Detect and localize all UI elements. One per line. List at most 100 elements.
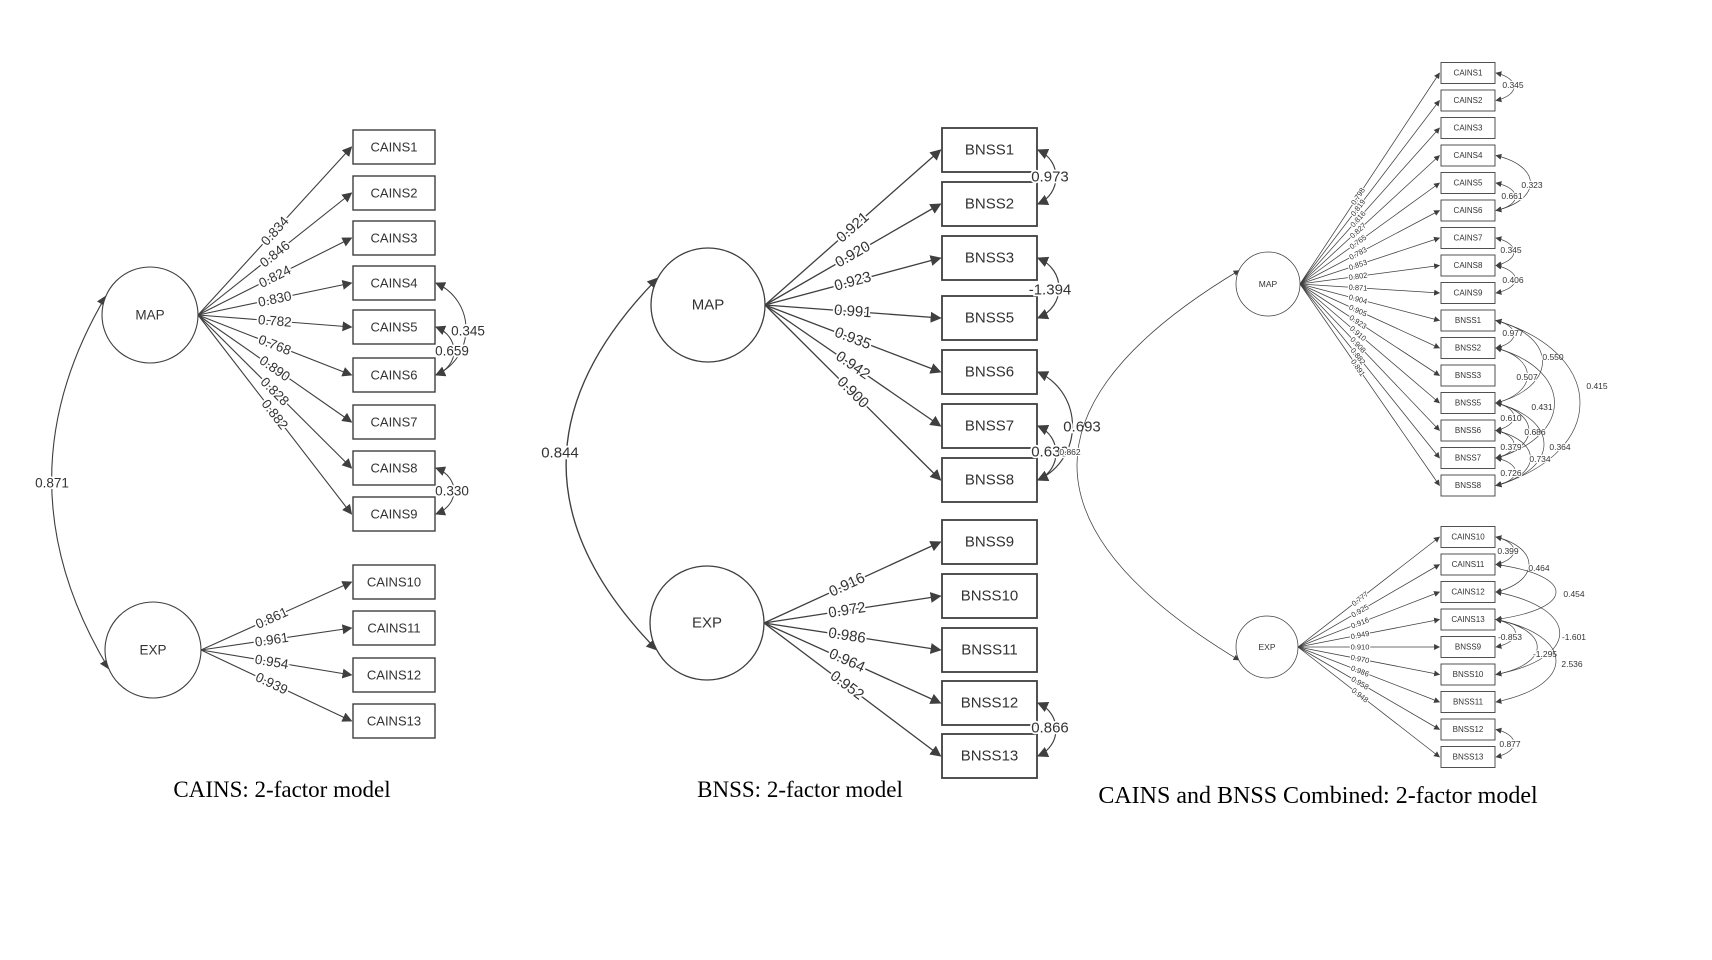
loading-value: 0.910 <box>1351 643 1370 652</box>
loading-value: 0.861 <box>253 604 290 632</box>
latent-factor-label: MAP <box>1259 279 1278 289</box>
latent-factor-circle <box>104 601 202 699</box>
loading-arrow <box>200 649 353 722</box>
indicator-box <box>352 129 436 165</box>
loading-value: 0.949 <box>1350 629 1370 641</box>
indicator-label: BNSS2 <box>1455 344 1482 353</box>
indicator-label: BNSS7 <box>1455 454 1482 463</box>
diagram-caption: CAINS: 2-factor model <box>173 777 391 802</box>
factor-correlation-curve <box>1076 270 1240 661</box>
loading-value: 0.964 <box>826 645 867 676</box>
loading-arrow <box>197 314 353 332</box>
loading-value: 0.991 <box>833 302 872 322</box>
residual-curve <box>1495 617 1557 704</box>
loading-arrow <box>1297 646 1441 730</box>
indicator-label: CAINS7 <box>1454 234 1483 243</box>
loading-arrow <box>1299 283 1441 349</box>
loading-arrow <box>1297 591 1441 648</box>
indicator-label: BNSS9 <box>965 534 1014 551</box>
residual-curve <box>1495 428 1531 488</box>
indicator-label: CAINS8 <box>371 461 418 476</box>
residual-curve <box>1495 401 1530 460</box>
indicator-box <box>352 220 436 256</box>
loading-value: 0.871 <box>1348 283 1367 293</box>
residual-curve <box>1495 535 1530 594</box>
loading-arrow <box>197 237 353 316</box>
residual-curve <box>1495 181 1516 213</box>
residual-curve <box>1495 71 1515 103</box>
residual-value: 0.330 <box>435 484 469 499</box>
indicator-label: BNSS8 <box>965 472 1014 489</box>
loading-arrow <box>1299 182 1440 285</box>
indicator-box <box>1440 474 1496 497</box>
indicator-label: CAINS10 <box>367 575 421 590</box>
indicator-box <box>352 564 436 600</box>
latent-factor-label: MAP <box>135 308 164 323</box>
loading-arrow <box>1297 646 1441 703</box>
loading-arrow <box>1299 155 1440 285</box>
indicator-box <box>1440 553 1496 576</box>
loading-value: 0.939 <box>253 669 290 697</box>
loading-arrow <box>1297 536 1440 648</box>
loading-arrow <box>1299 236 1441 285</box>
latent-factor-circle <box>1235 615 1299 679</box>
indicator-box <box>941 519 1038 565</box>
indicator-label: CAINS3 <box>1454 124 1483 133</box>
loading-arrow <box>1299 283 1440 431</box>
loading-arrow <box>1299 100 1440 285</box>
indicator-box <box>352 309 436 345</box>
indicator-label: CAINS4 <box>371 276 418 291</box>
indicator-box <box>352 657 436 693</box>
residual-value: 0.399 <box>1497 546 1519 556</box>
indicator-box <box>1440 636 1496 658</box>
loading-arrow <box>1299 283 1441 323</box>
residual-value: -1.601 <box>1562 632 1586 642</box>
latent-factor-label: EXP <box>139 643 166 658</box>
factor-correlation-curve <box>565 277 659 651</box>
loading-value: 0.972 <box>827 599 867 621</box>
residual-value: 0.866 <box>1031 720 1069 737</box>
indicator-box <box>352 703 436 739</box>
residual-value: 0.379 <box>1500 442 1522 452</box>
loading-arrow <box>197 314 353 515</box>
residual-curve <box>1495 617 1516 649</box>
loading-arrow <box>1299 263 1441 285</box>
residual-curve <box>435 466 455 516</box>
indicator-box <box>941 403 1038 449</box>
residual-curve <box>1495 590 1560 677</box>
indicator-box <box>1440 364 1496 387</box>
loading-value: 0.921 <box>833 209 872 247</box>
indicator-label: BNSS6 <box>965 364 1014 381</box>
residual-value: 0.877 <box>1499 739 1521 749</box>
loading-arrow <box>1297 564 1441 648</box>
loading-value: 0.954 <box>254 652 290 672</box>
indicator-label: CAINS12 <box>1451 588 1485 597</box>
residual-value: 0.726 <box>1500 468 1522 478</box>
loading-arrow <box>763 592 942 624</box>
indicator-box <box>941 573 1038 619</box>
indicator-box <box>1440 691 1496 713</box>
diagram-caption: BNSS: 2-factor model <box>697 777 903 802</box>
indicator-label: CAINS3 <box>371 231 418 246</box>
indicator-label: BNSS3 <box>965 250 1014 267</box>
indicator-label: CAINS8 <box>1454 261 1483 270</box>
latent-factor-circle <box>650 247 766 363</box>
loading-value: 0.802 <box>1348 271 1368 282</box>
indicator-box <box>941 349 1038 395</box>
indicator-box <box>1440 526 1496 548</box>
loading-arrow <box>200 581 353 651</box>
loading-arrow <box>1299 283 1440 404</box>
loading-arrow <box>1299 283 1441 296</box>
residual-value: 0.431 <box>1531 402 1553 412</box>
loading-arrow <box>197 314 353 423</box>
loading-arrow <box>763 622 942 654</box>
indicator-box <box>1440 581 1496 603</box>
loading-arrow <box>200 649 353 679</box>
loading-arrow <box>764 304 942 374</box>
indicator-box <box>1440 746 1496 768</box>
indicator-label: BNSS11 <box>1453 698 1484 707</box>
indicator-label: BNSS9 <box>1455 643 1482 652</box>
loading-arrow <box>197 279 353 316</box>
